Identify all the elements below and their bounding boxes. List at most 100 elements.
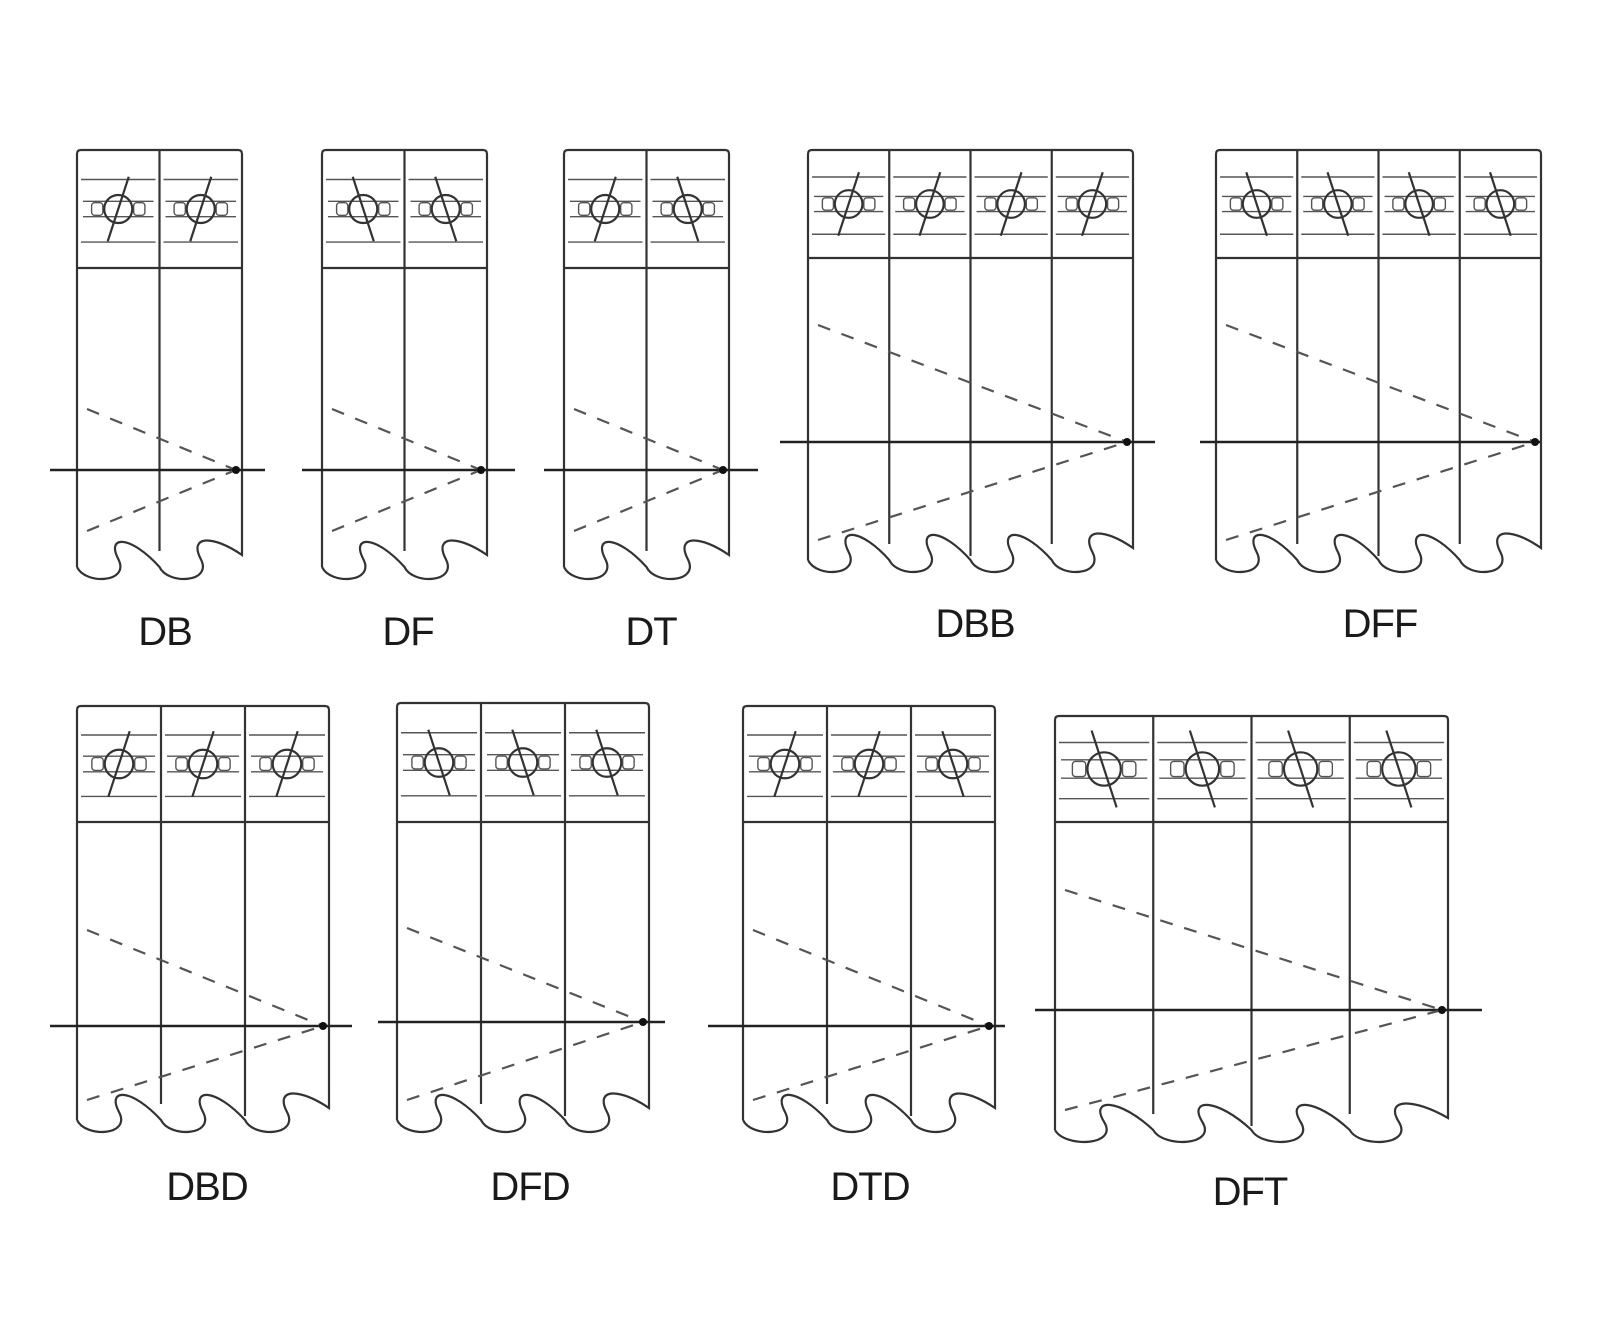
bearing-row [568, 176, 643, 243]
ball-icon [672, 193, 703, 225]
label-dbd: DBD [166, 1165, 247, 1209]
label-dff: DFF [1343, 602, 1418, 646]
load-line-lower [406, 1020, 644, 1102]
contact-line [427, 729, 451, 796]
bearing-set-dbd [50, 704, 352, 1133]
bearing-row [485, 729, 561, 797]
bearing-row [650, 176, 725, 243]
ball-icon [1086, 751, 1122, 787]
ball-icon [769, 748, 801, 780]
contact-line [837, 171, 861, 237]
load-line-upper [86, 928, 324, 1028]
bearing-set-db [50, 148, 265, 580]
bearing-set-dtd [708, 704, 1005, 1133]
ball-icon [423, 747, 455, 778]
pressure-point-icon [719, 466, 727, 474]
ball-icon [590, 193, 621, 225]
bearing-row [1055, 171, 1129, 237]
pressure-point-icon [477, 466, 485, 474]
contact-line [1245, 171, 1269, 237]
arrangement-df: DF [302, 148, 515, 654]
load-line-upper [817, 323, 1128, 444]
ball-icon [103, 748, 135, 780]
ball-icon [348, 193, 379, 225]
ball-icon [1184, 751, 1221, 787]
contact-line [593, 176, 617, 242]
bearing-set-df [302, 148, 515, 580]
pressure-point-icon [1123, 438, 1131, 446]
pressure-point-icon [232, 466, 240, 474]
contact-line [1188, 730, 1216, 808]
load-line-lower [752, 1024, 990, 1102]
outer-frame [320, 148, 489, 580]
contact-line [107, 730, 131, 798]
bearing-set-dfd [378, 701, 665, 1133]
label-dtd: DTD [830, 1165, 909, 1209]
bearing-set-dt [544, 148, 758, 580]
arrangement-dbb: DBB [780, 148, 1155, 646]
contact-line [773, 730, 797, 798]
bearing-row [165, 730, 241, 798]
bearing-row [915, 730, 991, 798]
contact-line [106, 176, 130, 242]
bearing-row [974, 171, 1048, 237]
contact-line [857, 730, 881, 798]
contact-line [999, 171, 1023, 237]
contact-line [351, 176, 375, 242]
arrangement-dft: DFT [1035, 714, 1482, 1214]
bearing-row [1157, 730, 1248, 808]
label-db: DB [138, 610, 192, 654]
arrangement-db: DB [50, 148, 265, 654]
bearing-row [1382, 171, 1456, 237]
contact-line [434, 176, 458, 242]
contact-line [1488, 171, 1512, 237]
contact-line [1407, 171, 1431, 237]
contact-line [676, 176, 700, 242]
bearing-row [249, 730, 325, 798]
ball-icon [853, 748, 885, 780]
bearing-set-dbb [780, 148, 1155, 573]
outer-frame [562, 148, 731, 580]
outer-frame [75, 148, 244, 580]
load-line-lower [331, 468, 482, 533]
contact-line [275, 730, 299, 798]
ball-icon [271, 748, 303, 780]
contact-line [1287, 730, 1315, 808]
ball-icon [187, 748, 219, 780]
load-line-upper [406, 926, 644, 1024]
load-line-lower [1225, 440, 1536, 542]
bearing-row [1353, 730, 1444, 808]
outer-frame [75, 704, 331, 1133]
load-line-upper [573, 407, 724, 472]
load-line-upper [86, 407, 237, 472]
ball-icon [914, 189, 945, 219]
bearing-row [163, 176, 238, 243]
ball-icon [1381, 751, 1417, 787]
bearing-set-dft [1035, 714, 1482, 1144]
outer-frame [395, 701, 651, 1133]
ball-icon [1077, 189, 1108, 219]
outer-frame [1053, 714, 1450, 1144]
bearing-row [831, 730, 907, 798]
pressure-point-icon [1438, 1006, 1446, 1014]
contact-line [511, 729, 535, 796]
bearing-row [326, 176, 401, 243]
pressure-point-icon [319, 1022, 327, 1030]
ball-icon [591, 747, 623, 778]
arrangement-dtd: DTD [708, 704, 1005, 1209]
ball-icon [507, 747, 539, 778]
bearing-row [569, 729, 645, 797]
bearing-row [893, 171, 967, 237]
label-dt: DT [625, 610, 677, 654]
ball-icon [996, 189, 1027, 219]
contact-line [189, 176, 213, 242]
bearing-row [81, 730, 157, 798]
load-line-upper [331, 407, 482, 472]
load-line-upper [1225, 323, 1536, 444]
label-dbb: DBB [935, 602, 1014, 646]
outer-frame [806, 148, 1135, 573]
load-line-upper [752, 928, 990, 1028]
pressure-point-icon [1531, 438, 1539, 446]
contact-line [941, 730, 965, 798]
